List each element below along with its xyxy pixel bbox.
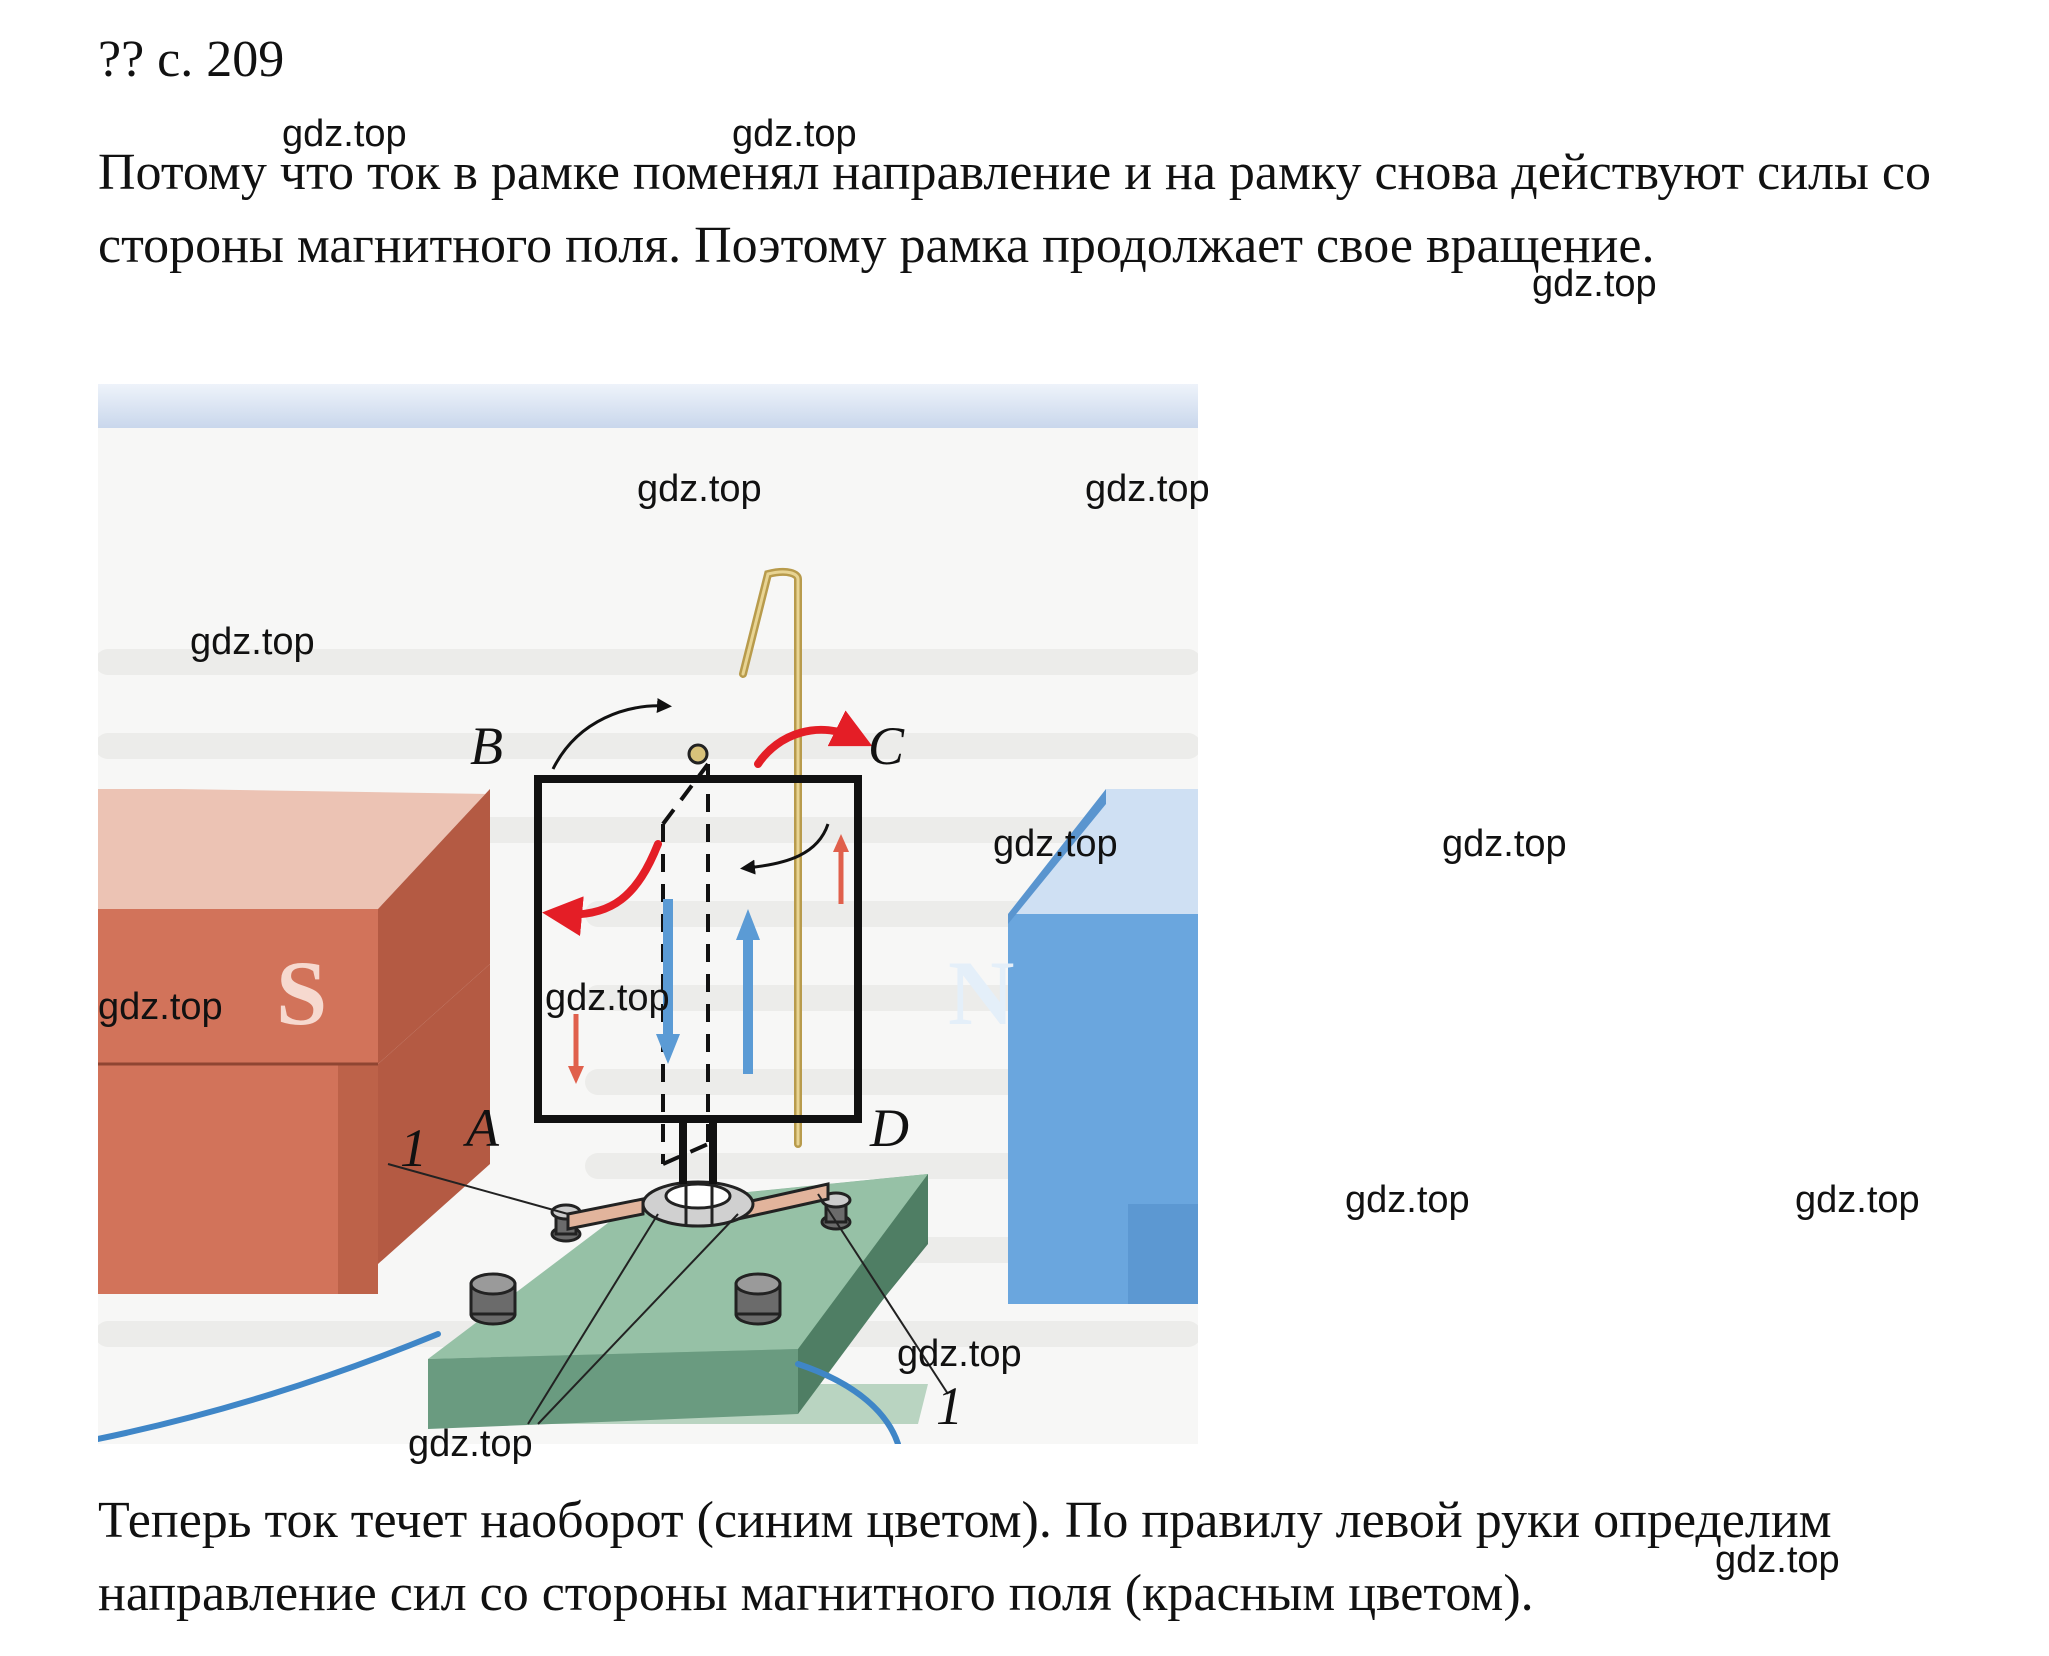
base-plate [428, 1174, 928, 1429]
force-arrows [542, 710, 873, 937]
watermark-text: gdz.top [1345, 1179, 1470, 1221]
watermark-text: gdz.top [190, 621, 315, 663]
current-frame [534, 743, 862, 1184]
watermark-text: gdz.top [1532, 263, 1657, 305]
watermark-text: gdz.top [637, 468, 762, 510]
magnet-south-label: S [276, 942, 327, 1044]
watermark-text: gdz.top [1085, 468, 1210, 510]
watermark-text: gdz.top [282, 113, 407, 155]
supply-wires [98, 567, 901, 1444]
corner-label-b: B [470, 716, 503, 776]
corner-label-c: C [868, 716, 905, 776]
watermark-text: gdz.top [993, 823, 1118, 865]
north-magnet [1008, 789, 1198, 1304]
motor-frame-figure: S N [98, 384, 1198, 1444]
watermark-text: gdz.top [1715, 1539, 1840, 1581]
watermark-text: gdz.top [545, 977, 670, 1019]
corner-label-d: D [869, 1098, 909, 1158]
commutator [641, 1180, 755, 1228]
watermark-text: gdz.top [1442, 823, 1567, 865]
watermark-text: gdz.top [732, 113, 857, 155]
watermark-text: gdz.top [408, 1423, 533, 1465]
answer-paragraph-1: Потому что ток в рамке поменял направлен… [98, 144, 1931, 274]
brush-label-right: 1 [936, 1376, 963, 1436]
south-magnet [98, 789, 490, 1294]
label-pointer-lines [387, 1163, 949, 1425]
watermark-text: gdz.top [1795, 1179, 1920, 1221]
answer-paragraph-2: Теперь ток течет наоборот (синим цветом)… [98, 1492, 1832, 1622]
page-reference: ?? с. 209 [98, 31, 285, 88]
magnet-north-label: N [948, 942, 1014, 1044]
watermark-text: gdz.top [897, 1333, 1022, 1375]
brush-label-left: 1 [400, 1118, 427, 1178]
terminal-screws [469, 1191, 852, 1326]
watermark-text: gdz.top [98, 986, 223, 1028]
current-arrows [568, 834, 849, 1084]
figure-top-bar [98, 384, 1198, 428]
corner-label-a: A [463, 1098, 500, 1158]
rotation-arrows [551, 698, 830, 875]
